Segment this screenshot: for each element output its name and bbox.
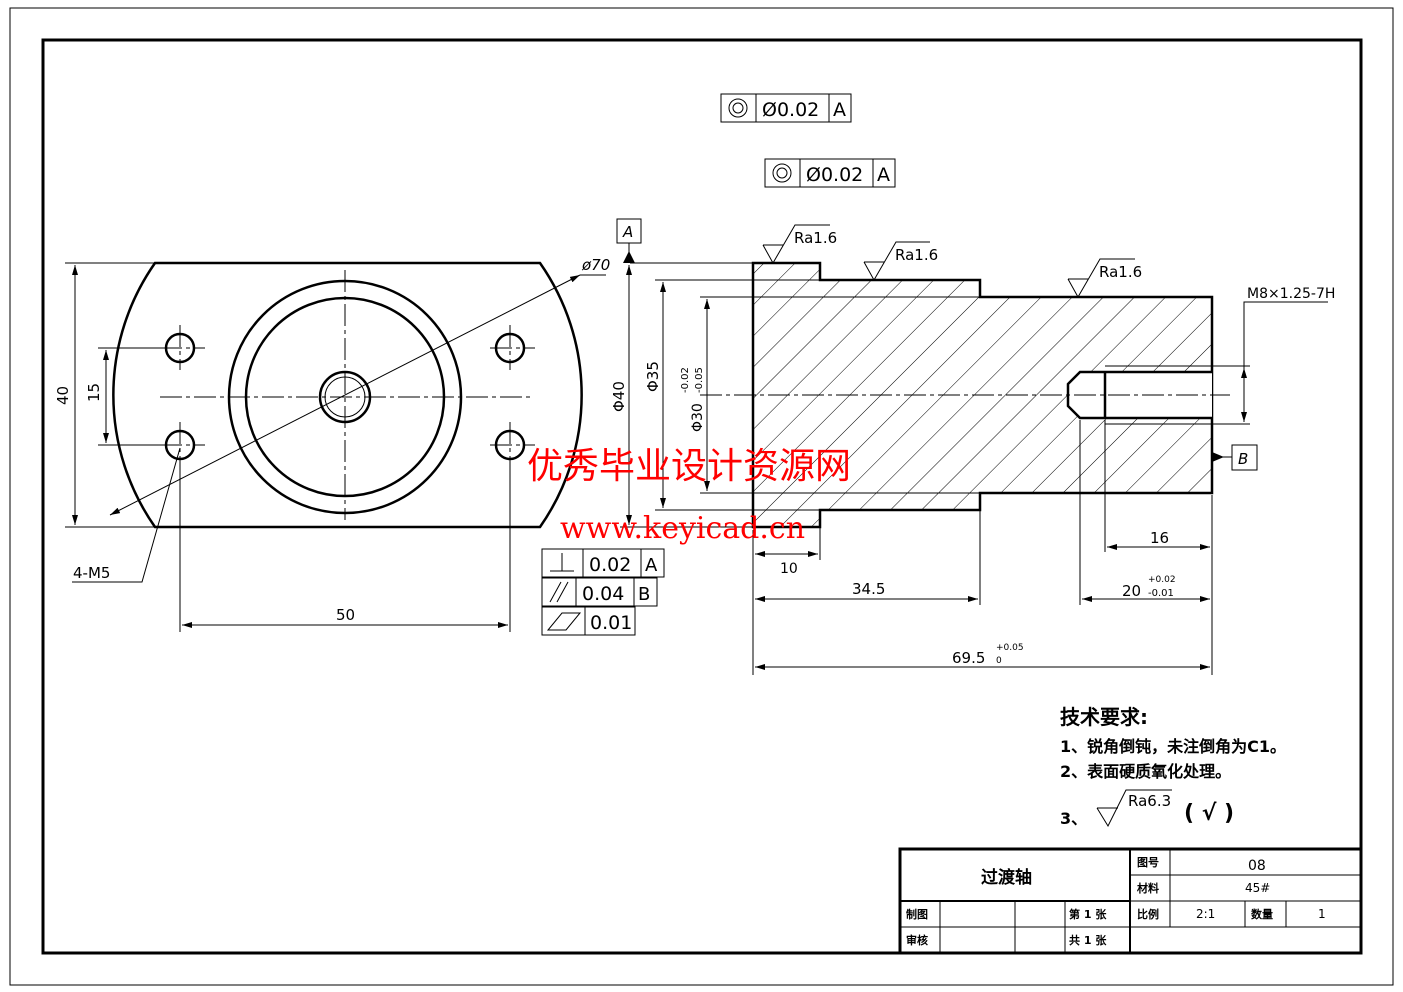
svg-text:共 1 张: 共 1 张: [1069, 933, 1107, 947]
end-view: [65, 261, 606, 632]
concentricity-frame-2: Ø0.02 A: [764, 158, 896, 188]
svg-text:A: A: [645, 555, 658, 576]
svg-text:A: A: [622, 223, 633, 241]
material: 45#: [1245, 881, 1270, 895]
datum-a: A: [616, 218, 642, 263]
concentricity-frame-1: Ø0.02 A: [720, 93, 852, 123]
dim-50: 50: [336, 606, 355, 624]
roughness-1: Ra1.6: [794, 229, 837, 247]
svg-text:A: A: [877, 164, 890, 186]
dim-20: 20: [1122, 582, 1141, 600]
svg-text:+0.02: +0.02: [1148, 575, 1176, 585]
dim-10: 10: [780, 561, 798, 577]
thread-callout: M8×1.25-7H: [1247, 286, 1335, 302]
dim-16: 16: [1150, 529, 1169, 547]
svg-text:( √ ): ( √ ): [1184, 801, 1234, 826]
dim-dia-35: Φ35: [644, 361, 662, 392]
roughness-2: Ra1.6: [895, 246, 938, 264]
perpendicularity-icon: [550, 553, 574, 572]
svg-text:数量: 数量: [1251, 907, 1273, 921]
svg-text:+0.05: +0.05: [996, 643, 1024, 653]
dim-34-5: 34.5: [852, 580, 885, 598]
inner-border: [41, 38, 1363, 955]
svg-text:1、锐角倒钝，未注倒角为C1。: 1、锐角倒钝，未注倒角为C1。: [1060, 737, 1286, 756]
quantity: 1: [1318, 907, 1326, 921]
outer-border: [9, 7, 1394, 986]
svg-text:B: B: [638, 584, 650, 605]
dim-dia-40: Φ40: [610, 381, 628, 412]
concentricity-icon: [772, 163, 792, 183]
svg-text:技术要求:: 技术要求:: [1060, 705, 1148, 729]
holes-callout: 4-M5: [73, 564, 110, 582]
svg-text:Ra6.3: Ra6.3: [1128, 792, 1171, 810]
watermark-url: www.keyicad.cn: [560, 511, 805, 546]
svg-text:0.04: 0.04: [582, 583, 624, 605]
svg-text:审核: 审核: [906, 933, 928, 947]
flatness-icon: [546, 612, 582, 631]
svg-text:材料: 材料: [1137, 881, 1159, 895]
dim-dia-70: ø70: [581, 256, 610, 274]
datum-b: B: [1212, 444, 1258, 471]
watermark-title: 优秀毕业设计资源网: [527, 446, 851, 487]
drawing-number: 08: [1248, 858, 1266, 874]
svg-text:图号: 图号: [1137, 856, 1159, 869]
svg-text:A: A: [833, 99, 846, 121]
part-name: 过渡轴: [981, 867, 1032, 888]
shaft-section: Ra1.6 Ra1.6 Ra1.6 M8×1.25-7H Φ40 Φ35 Φ30…: [610, 224, 1335, 675]
svg-text:第 1 张: 第 1 张: [1069, 907, 1107, 921]
concentricity-icon: [728, 98, 748, 118]
technical-requirements: 技术要求: 1、锐角倒钝，未注倒角为C1。 2、表面硬质氧化处理。 3、 Ra6…: [1060, 705, 1286, 828]
dim-15: 15: [85, 383, 103, 402]
svg-text:0: 0: [996, 656, 1002, 666]
svg-text:-0.05: -0.05: [694, 367, 705, 393]
svg-text:-0.02: -0.02: [680, 367, 691, 393]
scale: 2:1: [1196, 907, 1215, 921]
title-block: [898, 847, 1363, 955]
svg-text:0.01: 0.01: [590, 612, 632, 634]
dim-dia-30: Φ30: [690, 403, 706, 432]
geometric-tolerance-frames: [541, 548, 665, 636]
svg-text:0.02: 0.02: [589, 554, 631, 576]
svg-text:Ø0.02: Ø0.02: [806, 164, 863, 186]
svg-text:-0.01: -0.01: [1148, 588, 1174, 599]
roughness-3: Ra1.6: [1099, 263, 1142, 281]
parallelism-icon: [549, 581, 569, 603]
dim-69-5: 69.5: [952, 649, 985, 667]
svg-text:比例: 比例: [1137, 907, 1159, 921]
dim-40: 40: [54, 386, 72, 405]
svg-text:B: B: [1238, 450, 1248, 468]
svg-text:3、: 3、: [1060, 809, 1087, 828]
svg-text:Ø0.02: Ø0.02: [762, 99, 819, 121]
svg-text:制图: 制图: [906, 907, 928, 921]
svg-text:2、表面硬质氧化处理。: 2、表面硬质氧化处理。: [1060, 762, 1231, 781]
